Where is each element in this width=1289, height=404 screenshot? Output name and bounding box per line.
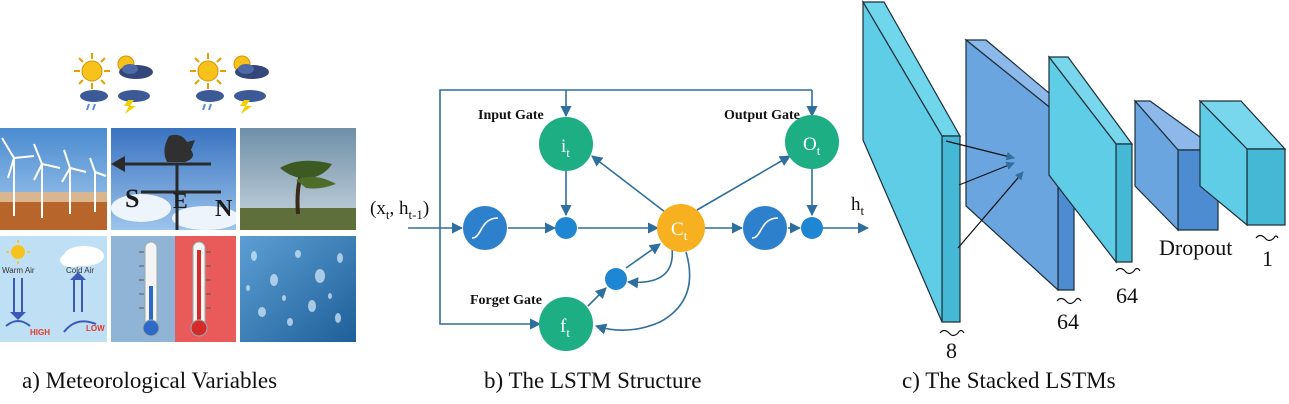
panel-b-caption: b) The LSTM Structure xyxy=(484,368,702,393)
rain-cloud-icon xyxy=(80,90,108,111)
output-mult-node xyxy=(801,217,823,239)
stacked-lstm-blocks xyxy=(861,0,1287,323)
mult-to-cell-forget xyxy=(625,243,661,269)
output-gate-node xyxy=(785,115,839,169)
low-pressure-label: LOW xyxy=(86,324,105,333)
top-bus-line xyxy=(439,89,812,228)
forget-gate-node-label: ft xyxy=(560,316,570,340)
cell-to-output-gate xyxy=(696,155,791,211)
forget-mult-node xyxy=(605,268,627,290)
weather-vane-photo: S E N xyxy=(111,128,236,230)
forget-gate-node xyxy=(539,297,593,351)
partly-cloudy-icon xyxy=(117,55,153,79)
vane-letter-s: S xyxy=(125,184,140,213)
windblown-tree-photo xyxy=(240,128,356,230)
humidity-droplets-photo xyxy=(240,236,356,342)
lstm-layer-3 xyxy=(1047,55,1134,264)
output-gate-node-label: Ot xyxy=(803,134,821,158)
connection-arrow-3 xyxy=(957,171,1024,249)
cell-feedback-curve xyxy=(626,247,674,289)
dim-label-layer-3: 64 xyxy=(1116,283,1138,308)
dim-label-layer-1: 8 xyxy=(946,338,957,363)
sun-icon xyxy=(190,53,226,89)
lstm-layer-1 xyxy=(861,0,962,323)
rain-cloud-icon xyxy=(196,90,224,111)
connection-arrow-2 xyxy=(958,161,1015,186)
forget-gate-label: Forget Gate xyxy=(470,293,542,308)
cold-air-label: Cold Air xyxy=(66,266,95,275)
output-gate-label: Output Gate xyxy=(724,108,800,123)
dim-label-layer-2: 64 xyxy=(1057,309,1079,334)
panel-a-caption: a) Meteorological Variables xyxy=(22,368,278,393)
input-gate-label: Input Gate xyxy=(478,108,544,123)
input-sigmoid-node xyxy=(463,206,507,250)
input-label: (xt, ht-1) xyxy=(370,198,429,222)
vane-letter-n: N xyxy=(215,196,233,222)
bottom-bus-line xyxy=(439,228,542,330)
vane-letter-e: E xyxy=(173,188,188,213)
forget-gate-to-mult xyxy=(587,287,607,307)
high-pressure-label: HIGH xyxy=(30,328,50,337)
lstm-layer-dropout xyxy=(1198,99,1287,227)
sun-icon xyxy=(74,53,110,89)
weather-icons xyxy=(74,53,269,114)
thunderstorm-icon xyxy=(118,90,150,114)
thunderstorm-icon xyxy=(234,90,266,114)
connection-arrow-1 xyxy=(945,140,1015,161)
wind-turbines-photo xyxy=(0,128,107,230)
cell-to-forget-curve xyxy=(594,251,691,335)
output-label: ht xyxy=(851,194,865,218)
partly-cloudy-icon xyxy=(233,55,269,79)
air-pressure-diagram: Warm Air Cold Air HIGH LOW xyxy=(0,236,107,342)
panel-c-caption: c) The Stacked LSTMs xyxy=(902,368,1116,393)
input-gate-node-label: it xyxy=(561,136,570,160)
input-gate-node xyxy=(539,117,593,171)
dropout-label: Dropout xyxy=(1159,235,1232,260)
dim-label-output: 1 xyxy=(1262,246,1273,271)
cell-to-input-gate xyxy=(591,155,666,213)
cell-state-node-label: Ct xyxy=(671,219,688,243)
input-mult-node xyxy=(555,217,577,239)
cell-state-node xyxy=(657,204,705,252)
thermometers-photo xyxy=(111,236,236,342)
output-sigmoid-node xyxy=(743,206,787,250)
warm-air-label: Warm Air xyxy=(2,266,35,275)
